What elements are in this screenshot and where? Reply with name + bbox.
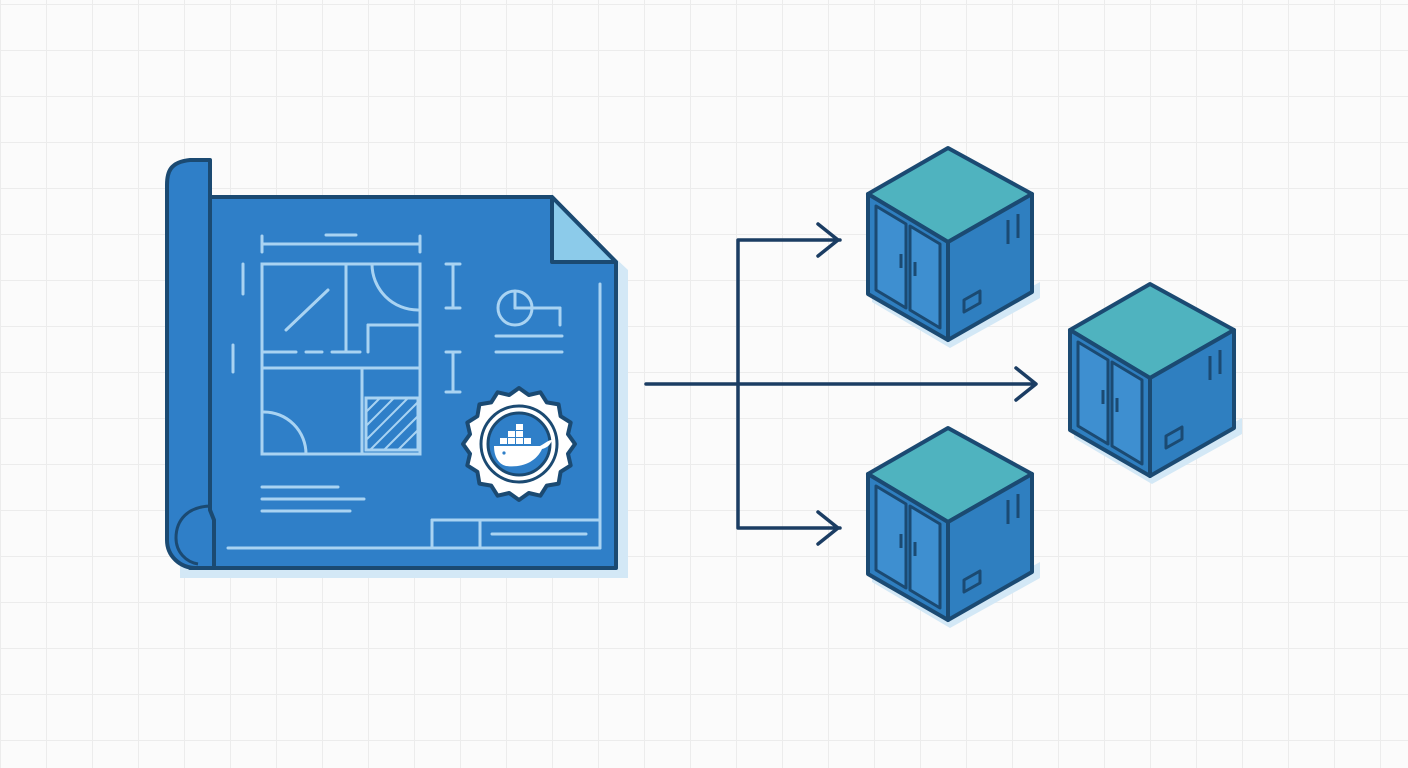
container-cube-bottom bbox=[866, 426, 1042, 630]
blueprint-corner-fold bbox=[550, 195, 618, 264]
connector-arrows bbox=[644, 222, 1038, 546]
docker-seal bbox=[461, 386, 577, 502]
blueprint bbox=[165, 158, 628, 578]
hatched-area bbox=[364, 396, 420, 452]
arrow-branch bbox=[736, 238, 842, 530]
blueprint-roll-curl bbox=[174, 504, 213, 566]
floor-plan bbox=[226, 233, 602, 550]
container-cube-top bbox=[866, 146, 1042, 350]
arrow-head-bottom bbox=[816, 510, 840, 546]
arrow-head-right bbox=[1014, 366, 1038, 402]
arrow-head-top bbox=[816, 222, 840, 258]
blueprint-roll bbox=[165, 158, 216, 570]
container-cube-right bbox=[1068, 282, 1244, 486]
docker-whale-icon bbox=[494, 424, 552, 467]
